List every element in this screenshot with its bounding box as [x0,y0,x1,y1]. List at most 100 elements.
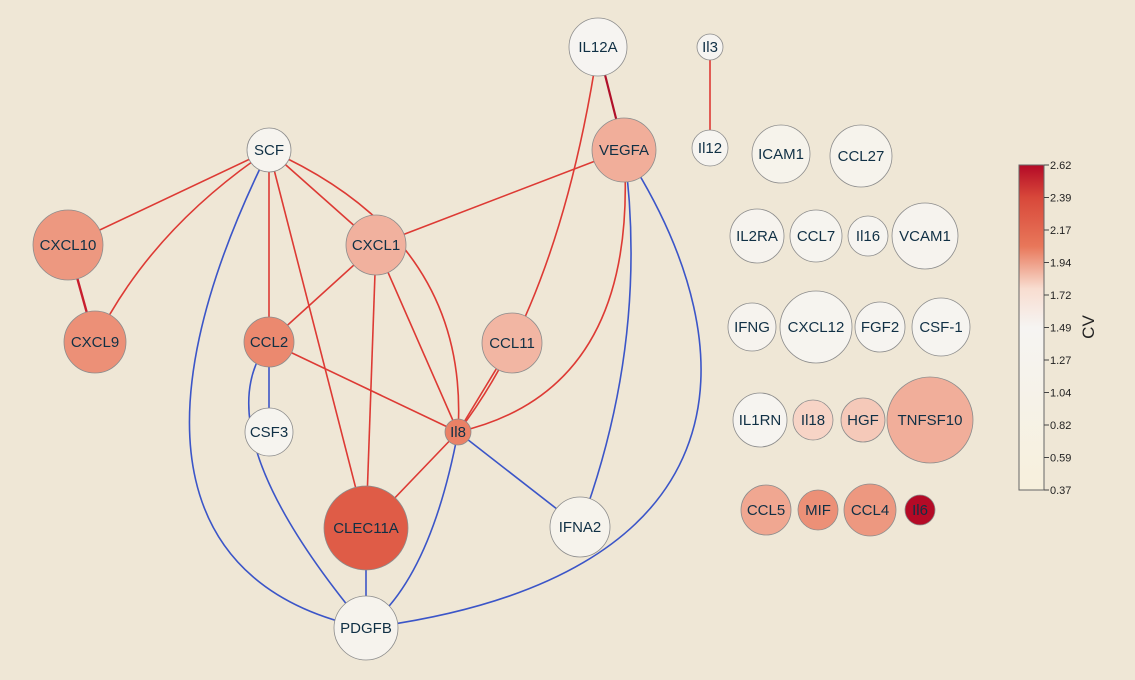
edge-scf-clec11a [268,149,367,529]
node-ccl4[interactable]: CCL4 [843,483,897,537]
node-ifng[interactable]: IFNG [727,302,777,352]
node-circle[interactable] [727,302,777,352]
node-label: CXCL1 [352,237,400,254]
legend-color-bar [1018,164,1045,491]
node-ccl2[interactable]: CCL2 [243,316,295,368]
node-circle[interactable] [246,127,292,173]
node-circle[interactable] [323,485,409,571]
node-circle[interactable] [797,489,839,531]
node-circle[interactable] [789,209,843,263]
node-label: Il18 [801,412,825,429]
node-circle[interactable] [779,290,853,364]
node-circle[interactable] [847,215,889,257]
node-label: SCF [254,142,284,159]
node-cxcl10[interactable]: CXCL10 [32,209,104,281]
node-cxcl12[interactable]: CXCL12 [779,290,853,364]
node-label: Il12 [698,140,722,157]
legend-tick-label: 1.49 [1050,323,1071,335]
legend-tick-label: 1.27 [1050,355,1071,367]
edge-ccl2-il8 [268,341,459,433]
node-circle[interactable] [886,376,974,464]
node-il8[interactable]: Il8 [444,418,472,446]
node-label: IL2RA [736,228,778,245]
edge-scf-cxcl10 [67,149,270,246]
node-il6[interactable]: Il6 [904,494,936,526]
node-circle[interactable] [345,214,407,276]
node-label: CSF-1 [919,319,962,336]
node-circle[interactable] [792,399,834,441]
node-circle[interactable] [444,418,472,446]
node-ccl5[interactable]: CCL5 [740,484,792,536]
node-il12[interactable]: Il12 [691,129,729,167]
node-icam1[interactable]: ICAM1 [751,124,811,184]
node-circle[interactable] [32,209,104,281]
node-label: PDGFB [340,620,392,637]
node-circle[interactable] [829,124,893,188]
node-circle[interactable] [696,33,724,61]
node-ccl7[interactable]: CCL7 [789,209,843,263]
node-circle[interactable] [732,392,788,448]
node-hgf[interactable]: HGF [840,397,886,443]
node-label: HGF [847,412,879,429]
node-circle[interactable] [549,496,611,558]
edge-vegfa-cxcl1 [375,149,625,246]
node-ifna2[interactable]: IFNA2 [549,496,611,558]
node-fgf2[interactable]: FGF2 [854,301,906,353]
node-circle[interactable] [740,484,792,536]
node-vcam1[interactable]: VCAM1 [891,202,959,270]
edge-scf-il8 [268,149,460,433]
node-circle[interactable] [244,407,294,457]
edge-ccl2-pdgfb [248,341,367,629]
node-circle[interactable] [891,202,959,270]
node-il3[interactable]: Il3 [696,33,724,61]
node-circle[interactable] [904,494,936,526]
legend-title: CV [1079,315,1098,339]
edge-vegfa-il8 [457,149,627,433]
node-circle[interactable] [63,310,127,374]
node-cxcl1[interactable]: CXCL1 [345,214,407,276]
node-label: CCL27 [838,148,885,165]
node-ccl27[interactable]: CCL27 [829,124,893,188]
legend-tick-label: 1.94 [1050,258,1071,270]
node-il1rn[interactable]: IL1RN [732,392,788,448]
node-circle[interactable] [729,208,785,264]
node-circle[interactable] [854,301,906,353]
node-il12a[interactable]: IL12A [568,17,628,77]
node-circle[interactable] [333,595,399,661]
node-label: CCL11 [489,335,535,352]
node-circle[interactable] [243,316,295,368]
node-circle[interactable] [568,17,628,77]
node-circle[interactable] [751,124,811,184]
node-clec11a[interactable]: CLEC11A [323,485,409,571]
node-label: IFNG [734,319,770,336]
node-mif[interactable]: MIF [797,489,839,531]
node-label: IFNA2 [559,519,602,536]
node-circle[interactable] [481,312,543,374]
node-il18[interactable]: Il18 [792,399,834,441]
node-tnfsf10[interactable]: TNFSF10 [886,376,974,464]
legend-tick-label: 0.82 [1050,420,1071,432]
node-label: VCAM1 [899,228,951,245]
node-circle[interactable] [591,117,657,183]
node-cxcl9[interactable]: CXCL9 [63,310,127,374]
node-circle[interactable] [843,483,897,537]
node-circle[interactable] [911,297,971,357]
node-label: CXCL9 [71,334,119,351]
legend-tick-label: 1.04 [1050,388,1071,400]
cv-color-legend: 2.622.392.171.941.721.491.271.040.820.59… [1018,160,1098,497]
legend-tick-label: 0.59 [1050,453,1071,465]
node-circle[interactable] [840,397,886,443]
node-ccl11[interactable]: CCL11 [481,312,543,374]
edge-scf-pdgfb [188,149,367,629]
node-circle[interactable] [691,129,729,167]
node-csf-1[interactable]: CSF-1 [911,297,971,357]
node-il16[interactable]: Il16 [847,215,889,257]
node-label: IL12A [578,39,617,56]
node-scf[interactable]: SCF [246,127,292,173]
node-pdgfb[interactable]: PDGFB [333,595,399,661]
node-csf3[interactable]: CSF3 [244,407,294,457]
node-il2ra[interactable]: IL2RA [729,208,785,264]
node-vegfa[interactable]: VEGFA [591,117,657,183]
